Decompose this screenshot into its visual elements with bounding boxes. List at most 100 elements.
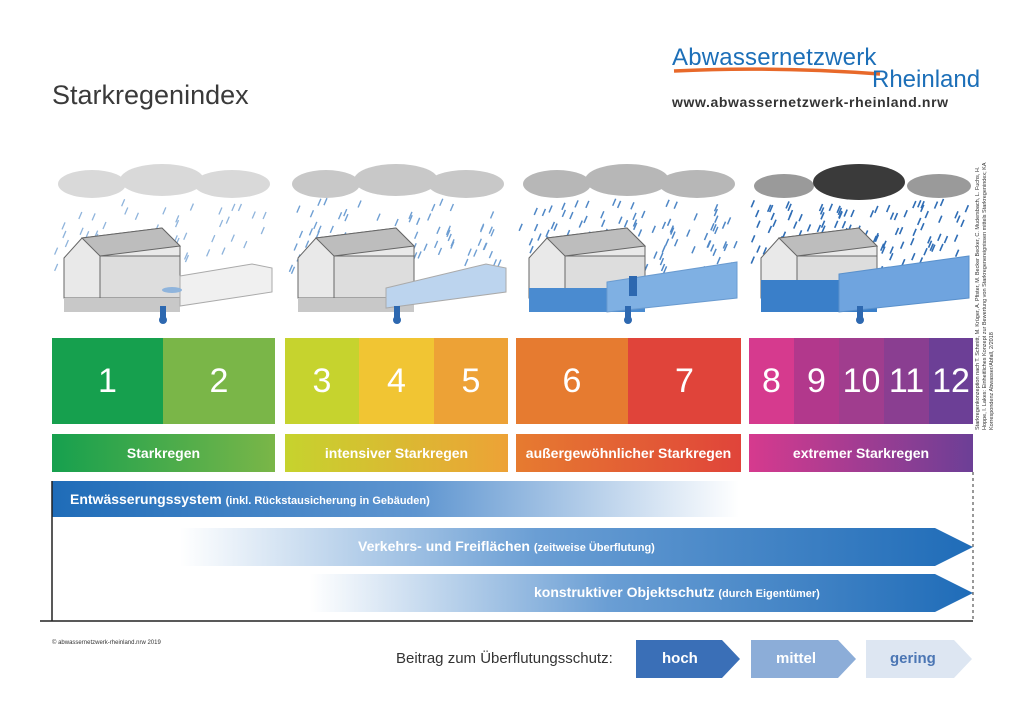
rain-streak: [64, 239, 69, 248]
rain-streak: [574, 200, 579, 208]
rain-streak: [850, 209, 855, 218]
legend-gering: gering: [890, 650, 936, 667]
rain-streak: [710, 223, 715, 231]
copyright: © abwassernetzwerk-rheinland.nrw 2019: [52, 640, 161, 646]
measure-main: Entwässerungssystem: [70, 491, 222, 507]
rain-streak: [600, 210, 605, 219]
rain-streak: [714, 215, 719, 224]
rain-streak: [820, 220, 826, 228]
legend-mittel: mittel: [776, 650, 817, 667]
rain-streak: [889, 212, 895, 220]
rain-streak: [578, 220, 583, 228]
rain-streak: [323, 197, 328, 206]
rain-streak: [206, 249, 211, 257]
level-number: 1: [98, 361, 117, 400]
rain-streak: [750, 256, 755, 264]
rain-streak: [550, 221, 556, 230]
rain-streak: [528, 238, 534, 246]
rain-streak: [433, 240, 439, 249]
rain-streak: [750, 200, 756, 208]
logo-line1: Abwassernetzwerk: [672, 44, 877, 71]
rain-streak: [767, 225, 773, 234]
rain-streak: [818, 203, 824, 212]
rain-streak: [660, 263, 666, 272]
rain-streak: [954, 211, 959, 219]
rain-streak: [916, 217, 922, 226]
rain-streak: [673, 201, 678, 209]
rain-streak: [833, 220, 839, 229]
rain-streak: [230, 234, 235, 242]
rain-streak: [174, 219, 180, 228]
rain-streak: [308, 228, 314, 236]
legend-label: Beitrag zum Überflutungsschutz:: [396, 650, 613, 667]
rain-streak: [693, 213, 698, 221]
rain-streak: [569, 211, 574, 220]
rain-streak: [134, 212, 139, 221]
rain-streak: [929, 243, 934, 252]
level-box-5: 5: [434, 338, 508, 424]
level-number: 6: [562, 361, 582, 400]
rain-streak: [661, 245, 666, 253]
rain-streak: [898, 226, 904, 235]
rain-streak: [881, 246, 886, 254]
rain-streak: [329, 225, 334, 234]
rain-streak: [251, 211, 256, 219]
rain-streak: [885, 204, 891, 213]
rain-streak: [937, 233, 942, 242]
rain-streak: [686, 229, 691, 237]
rain-streak: [533, 223, 539, 232]
rain-streak: [537, 233, 542, 241]
rain-streak: [931, 244, 936, 252]
category-label: außergewöhnlicher Starkregen: [525, 445, 732, 461]
rain-streak: [231, 203, 236, 212]
rain-streak: [933, 201, 939, 209]
rain-streak: [661, 221, 667, 230]
level-number: 7: [675, 361, 694, 400]
rain-streak: [343, 208, 348, 217]
level-number: 2: [209, 361, 229, 400]
rain-streak: [488, 226, 493, 234]
rain-streak: [344, 213, 349, 222]
rain-streak: [920, 222, 925, 231]
source-credit: Starkregenkonzeption nach T. Schmitt, M.…: [975, 162, 995, 430]
rain-streak: [243, 240, 248, 249]
rain-streak: [447, 233, 452, 242]
level-box-9: 9: [794, 338, 839, 424]
rain-streak: [659, 257, 665, 266]
rain-streak: [298, 230, 304, 239]
category-label: intensiver Starkregen: [324, 445, 469, 461]
rain-streak: [317, 225, 322, 233]
rain-streak: [533, 207, 538, 216]
logo-swoosh-icon: [673, 67, 881, 76]
rain-streak: [124, 207, 129, 215]
rain-streak: [623, 219, 629, 228]
rain-streak: [726, 217, 732, 225]
rain-streak: [920, 200, 925, 209]
rain-streak: [618, 216, 623, 224]
logo: Abwassernetzwerk Rheinland: [672, 44, 980, 94]
rain-streak: [723, 243, 728, 252]
rain-streak: [787, 212, 793, 221]
rain-streak: [467, 248, 472, 256]
rain-streak: [899, 241, 905, 249]
rain-streak: [237, 203, 243, 212]
rain-streak: [671, 231, 676, 239]
rain-streak: [716, 256, 721, 265]
category-intensiver-starkregen: intensiver Starkregen: [285, 434, 508, 472]
rain-streak: [869, 210, 875, 218]
rain-streak: [482, 242, 487, 251]
rain-streak: [923, 247, 928, 256]
rain-streak: [408, 214, 413, 223]
rain-streak: [260, 226, 265, 235]
rain-streak: [669, 225, 675, 233]
rain-streak: [874, 234, 880, 243]
rain-streak: [798, 213, 803, 222]
rain-streak: [102, 221, 107, 230]
arrow-entwaesserungssystem: [52, 481, 860, 517]
rain-streak: [121, 198, 126, 207]
measure-objektschutz: konstruktiver Objektschutz (durch Eigent…: [534, 584, 820, 600]
rain-streak: [828, 203, 834, 212]
rain-streak: [841, 220, 847, 229]
level-number: 8: [762, 361, 781, 400]
rain-streak: [943, 235, 949, 244]
